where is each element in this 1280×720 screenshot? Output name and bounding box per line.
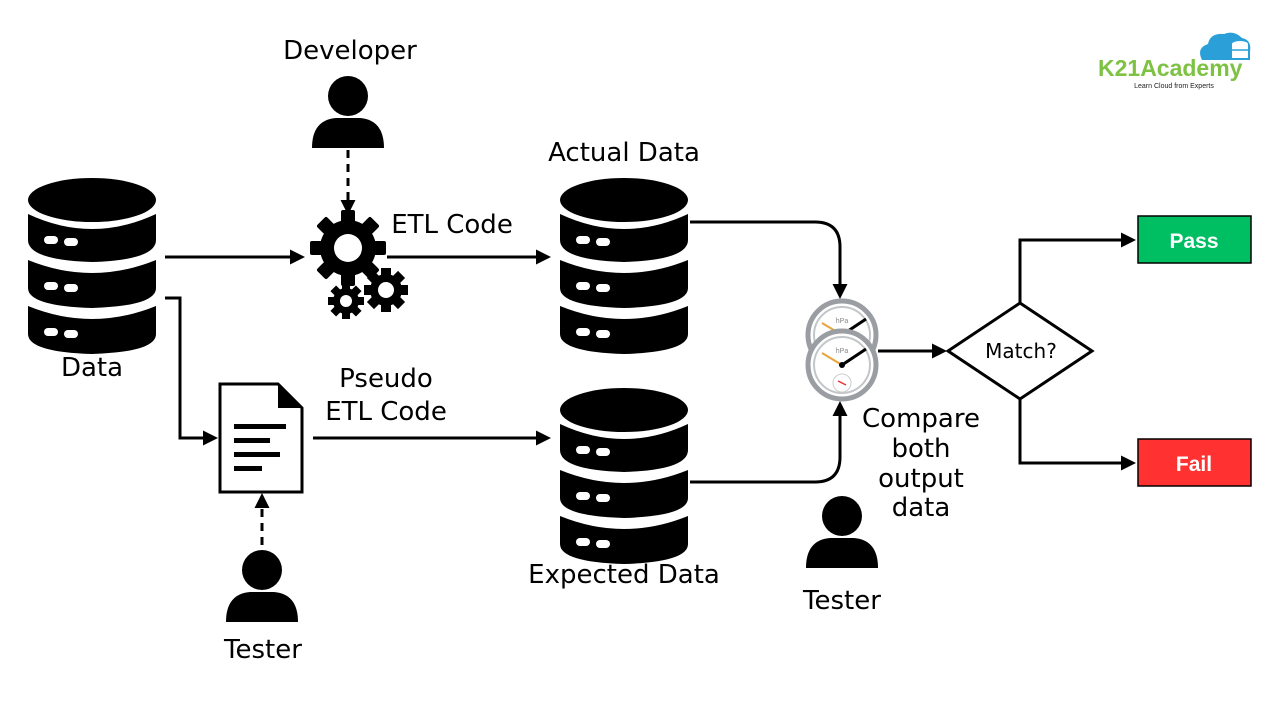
fail-label: Fail (1176, 453, 1212, 476)
compare-label: output (878, 464, 964, 494)
match-decision (945, 301, 1095, 401)
tester-label: Tester (802, 586, 881, 616)
tester-person-icon (806, 496, 878, 568)
expected-data-database-icon (560, 388, 688, 564)
tester-person-icon (226, 550, 298, 622)
data-label: Data (61, 353, 123, 383)
k21academy-logo: K21Academy Learn Cloud from Experts (1098, 32, 1251, 90)
logo-tagline: Learn Cloud from Experts (1134, 83, 1214, 90)
data-database-icon (28, 178, 156, 354)
pass-label: Pass (1169, 230, 1218, 253)
connectors (165, 150, 1136, 545)
document-icon (218, 382, 304, 494)
pseudo-etl-code-label: ETL Code (325, 397, 447, 427)
developer-label: Developer (283, 36, 417, 66)
match-label: Match? (985, 339, 1057, 363)
developer-person-icon (312, 76, 384, 148)
compare-label: both (891, 434, 950, 464)
fail-box (1137, 438, 1252, 487)
pass-box (1137, 215, 1252, 264)
logo-text: K21Academy (1098, 55, 1243, 81)
compare-label: data (892, 493, 951, 523)
gauge-icon (808, 331, 876, 399)
etl-code-label: ETL Code (391, 210, 513, 240)
compare-label: Compare (862, 404, 980, 434)
pseudo-label: Pseudo (339, 364, 433, 394)
expected-data-label: Expected Data (528, 560, 720, 590)
actual-data-label: Actual Data (548, 138, 700, 168)
gears-icon (310, 210, 408, 319)
tester-label: Tester (223, 635, 302, 665)
actual-data-database-icon (560, 178, 688, 354)
